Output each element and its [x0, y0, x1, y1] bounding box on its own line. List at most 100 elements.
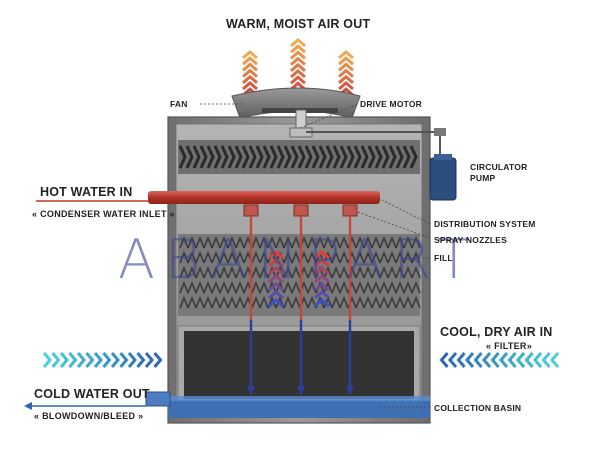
fill-chevron [403, 235, 413, 249]
fill-chevron [219, 265, 229, 279]
fill-chevron [315, 235, 325, 249]
fill-chevron [331, 250, 341, 264]
cool-air-chevron [102, 352, 112, 368]
fill-chevron [371, 235, 381, 249]
warm-air-chevron [242, 81, 258, 91]
cool-air-chevron [507, 352, 517, 368]
fill-chevron [195, 265, 205, 279]
eliminator-blade [178, 145, 187, 169]
fill-chevron [403, 250, 413, 264]
fill-chevron [227, 295, 237, 309]
eliminator-blade [339, 145, 348, 169]
rising-air-chevron [314, 274, 330, 284]
fill-chevron [251, 265, 261, 279]
fill-chevron [291, 265, 301, 279]
fill-chevron [291, 280, 301, 294]
eliminator-blade [276, 145, 285, 169]
fill-chevron [211, 295, 221, 309]
warm-air-chevron [242, 68, 258, 78]
fill-chevron [187, 265, 197, 279]
water-flow-arrows [247, 216, 354, 396]
fill-chevron [259, 295, 269, 309]
rising-air-chevron [314, 290, 330, 300]
fill-chevron [387, 295, 397, 309]
fill-chevron [203, 250, 213, 264]
warm-air-chevron [338, 56, 354, 66]
cool-air-chevron [456, 352, 466, 368]
warm-air-chevron [290, 50, 306, 60]
warm-air-chevron [290, 75, 306, 85]
fill-chevron [187, 250, 197, 264]
fill-chevron [395, 280, 405, 294]
fill-chevron [307, 235, 317, 249]
rising-air-chevron [268, 266, 284, 276]
fill-chevron [203, 235, 213, 249]
cool-air-in-left-arrows [42, 352, 163, 368]
fill-chevron [219, 280, 229, 294]
rising-air-chevron [314, 282, 330, 292]
fill-chevron [195, 250, 205, 264]
rising-air-chevron [268, 274, 284, 284]
label-warm-air-out: WARM, MOIST AIR OUT [226, 17, 371, 31]
fill-chevron [339, 295, 349, 309]
warm-air-chevron [290, 44, 306, 54]
eliminator-blade [227, 145, 236, 169]
fill-chevron [235, 235, 245, 249]
fill-chevron [371, 250, 381, 264]
fill-chevron [203, 265, 213, 279]
cool-air-chevron [59, 352, 69, 368]
fill-chevron [187, 280, 197, 294]
rising-air-chevron [314, 250, 330, 260]
label-distribution-system: DISTRIBUTION SYSTEM [434, 219, 536, 229]
cool-air-chevron [465, 352, 475, 368]
fill-chevron [219, 295, 229, 309]
fill-chevron [235, 250, 245, 264]
warm-air-chevron [338, 81, 354, 91]
fill-chevron [395, 235, 405, 249]
fill-chevron [307, 265, 317, 279]
cool-air-chevron [490, 352, 500, 368]
fill-chevron [283, 280, 293, 294]
watermark: ABANPART [118, 228, 481, 291]
warm-air-chevron [338, 62, 354, 72]
fill-chevron [411, 280, 421, 294]
fill-chevron [395, 295, 405, 309]
eliminator-blade [374, 145, 383, 169]
cool-air-chevron [51, 352, 61, 368]
fill-chevron [235, 280, 245, 294]
fill-chevron [251, 250, 261, 264]
label-blowdown-bleed: « BLOWDOWN/BLEED » [34, 411, 144, 421]
label-fill: FILL [434, 253, 453, 263]
fill-chevron [363, 265, 373, 279]
rising-air-chevron [314, 298, 330, 308]
cool-air-chevron [76, 352, 86, 368]
pump-top [434, 154, 452, 160]
cool-air-chevron [144, 352, 154, 368]
fill-chevron [363, 250, 373, 264]
fill-chevron [307, 280, 317, 294]
fill-chevron [403, 265, 413, 279]
fill-chevron [307, 250, 317, 264]
label-cool-dry-air-in: COOL, DRY AIR IN [440, 325, 553, 339]
label-collection-basin: COLLECTION BASIN [434, 403, 522, 413]
label-cold-water-out: COLD WATER OUT [34, 387, 150, 401]
eliminator-blade [220, 145, 229, 169]
fill-chevron [355, 295, 365, 309]
cool-air-chevron [42, 352, 52, 368]
fill-chevron [379, 265, 389, 279]
eliminator-blade [234, 145, 243, 169]
fill-chevron [323, 265, 333, 279]
eliminator-blade [241, 145, 250, 169]
fill-chevron [387, 265, 397, 279]
eliminator-blade [248, 145, 257, 169]
fill-chevron [211, 280, 221, 294]
fill-chevron [195, 235, 205, 249]
cool-air-chevron [533, 352, 543, 368]
cool-air-chevron [499, 352, 509, 368]
fill-chevron [379, 280, 389, 294]
fill-chevron [395, 265, 405, 279]
rising-air-chevron [268, 290, 284, 300]
fill-chevron [179, 265, 189, 279]
fill-chevron [275, 235, 285, 249]
